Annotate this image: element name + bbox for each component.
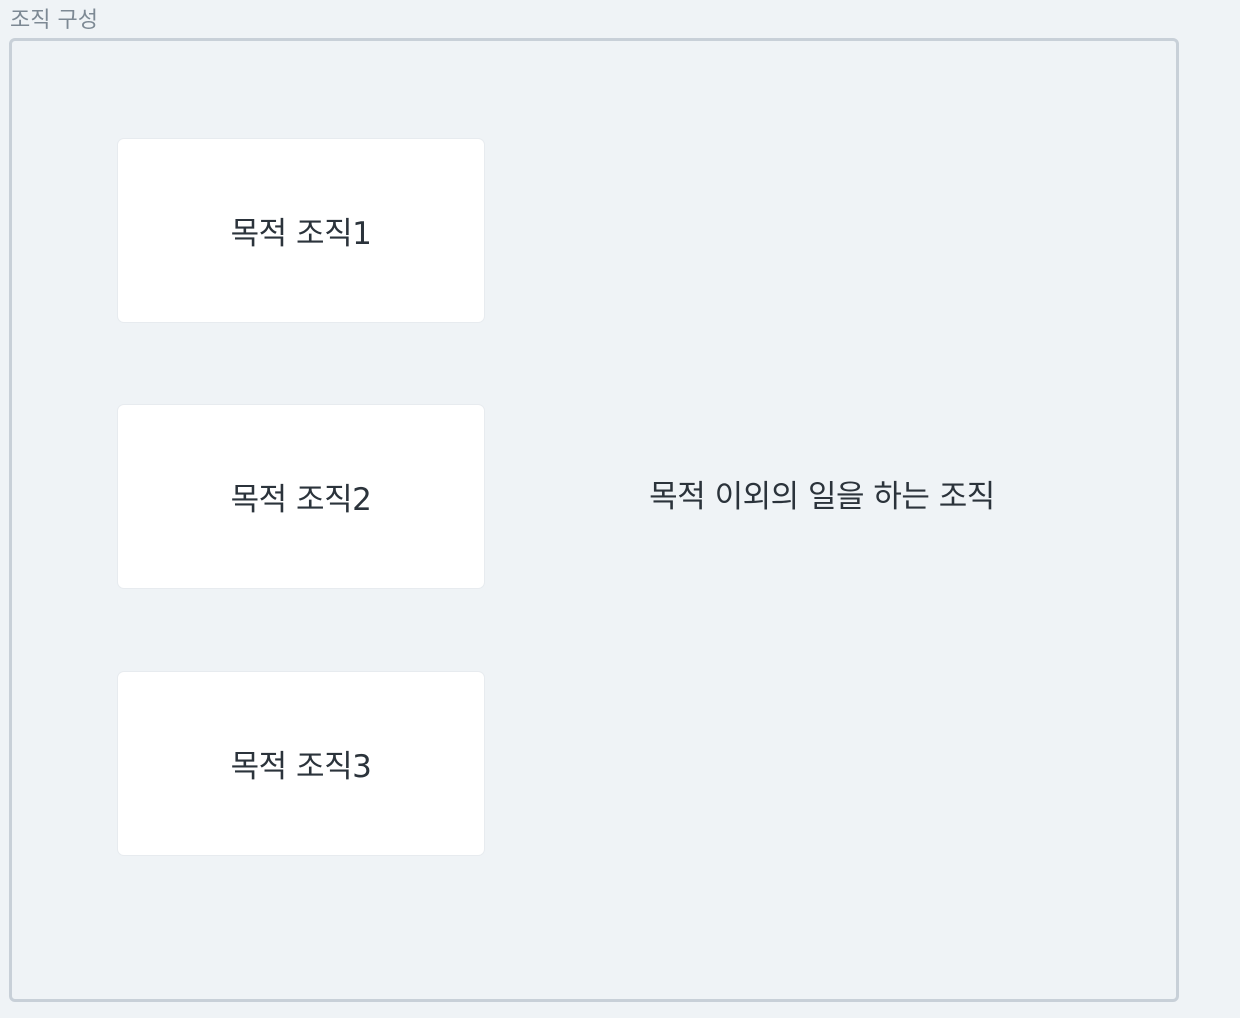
purpose-org-card-label: 목적 조직3 (230, 749, 372, 785)
purpose-org-card-2[interactable]: 목적 조직2 (118, 405, 484, 588)
organization-frame: 목적 조직1 목적 조직2 목적 조직3 목적 이외의 일을 하는 조직 (9, 38, 1179, 1002)
purpose-org-card-1[interactable]: 목적 조직1 (118, 139, 484, 322)
purpose-org-card-label: 목적 조직2 (230, 482, 372, 518)
frame-title: 조직 구성 (10, 8, 98, 33)
non-purpose-org-label: 목적 이외의 일을 하는 조직 (649, 479, 995, 515)
purpose-org-card-label: 목적 조직1 (230, 216, 372, 252)
purpose-org-card-3[interactable]: 목적 조직3 (118, 672, 484, 855)
